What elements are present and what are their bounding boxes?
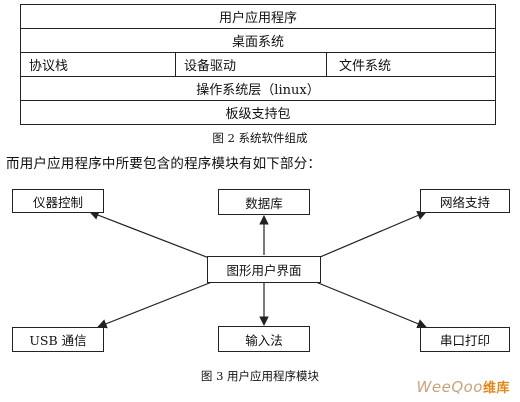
module-gui: 图形用户界面	[207, 256, 321, 283]
layer-protocol-stack-label: 协议栈	[29, 59, 69, 74]
layer-device-driver-label: 设备驱动	[184, 59, 237, 74]
layer-os: 操作系统层（linux）	[20, 76, 496, 101]
module-input-method-label: 输入法	[245, 332, 283, 348]
arrow-to-serial-print	[305, 277, 427, 329]
arrow-to-instrument-control	[89, 210, 223, 264]
module-usb-comm: USB 通信	[12, 327, 104, 352]
arrow-to-usb-comm	[97, 277, 223, 329]
layer-file-system: 文件系统	[326, 52, 496, 77]
module-instrument-control-label: 仪器控制	[32, 194, 83, 210]
module-database: 数据库	[218, 189, 310, 215]
layer-apps: 用户应用程序	[20, 4, 496, 29]
watermark-brand: WeeQoo	[416, 378, 483, 396]
fig3-caption: 图 3 用户应用程序模块	[200, 369, 320, 383]
watermark-suffix: 维库	[482, 381, 510, 396]
module-network-support: 网络支持	[420, 189, 510, 213]
fig2-caption: 图 2 系统软件组成	[212, 131, 308, 145]
watermark-logo: WeeQoo维库	[417, 377, 510, 396]
module-usb-comm-label: USB 通信	[29, 333, 87, 348]
module-input-method: 输入法	[218, 326, 310, 352]
layer-bsp: 板级支持包	[20, 100, 496, 125]
layer-protocol-stack: 协议栈	[20, 52, 176, 77]
module-database-label: 数据库	[245, 195, 283, 211]
layer-desktop-label: 桌面系统	[231, 35, 284, 50]
module-gui-label: 图形用户界面	[226, 263, 302, 278]
module-serial-print: 串口打印	[420, 327, 510, 352]
layer-os-label: 操作系统层（linux）	[196, 83, 320, 98]
module-instrument-control: 仪器控制	[12, 189, 104, 213]
arrow-to-network-support	[305, 210, 427, 264]
layer-file-system-label: 文件系统	[339, 59, 392, 74]
intro-text: 而用户应用程序中所要包含的程序模块有如下部分：	[6, 156, 322, 172]
layer-bsp-label: 板级支持包	[225, 107, 291, 122]
module-serial-print-label: 串口打印	[439, 333, 490, 348]
layer-apps-label: 用户应用程序	[218, 11, 297, 26]
module-network-support-label: 网络支持	[439, 194, 490, 210]
